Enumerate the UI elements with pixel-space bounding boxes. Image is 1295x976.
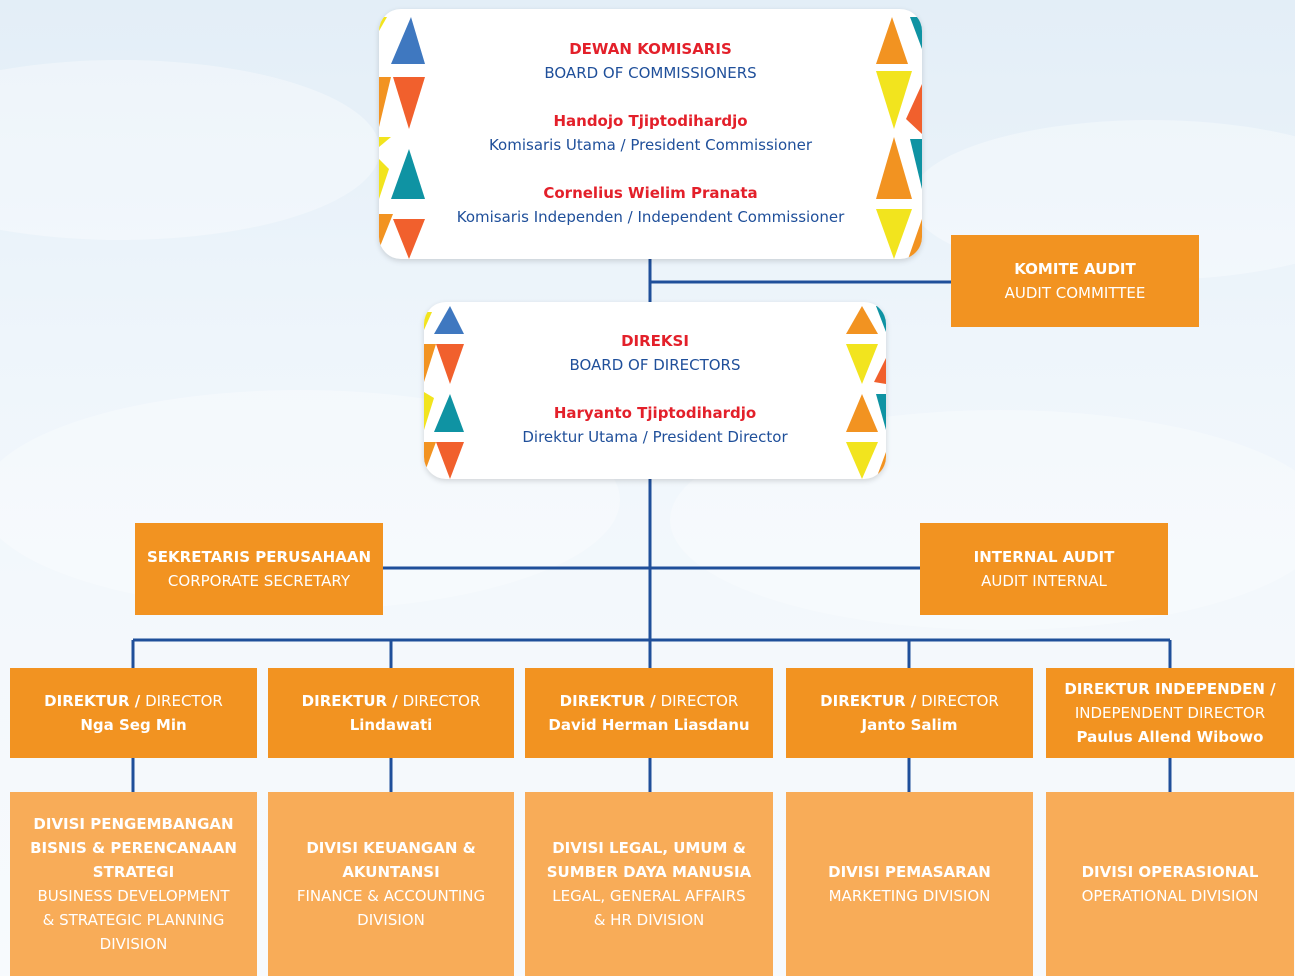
audit-committee-title-id: KOMITE AUDIT bbox=[1014, 260, 1136, 278]
director-label-id: DIREKTUR / bbox=[301, 692, 398, 710]
division-title-en: OPERATIONAL DIVISION bbox=[1081, 887, 1259, 905]
directors-title-id: DIREKSI bbox=[621, 332, 689, 350]
division-box: DIVISI LEGAL, UMUM & SUMBER DAYA MANUSIA… bbox=[525, 792, 773, 976]
director-label-en: DIRECTOR bbox=[921, 692, 999, 710]
division-title-id: DIVISI KEUANGAN & bbox=[306, 839, 476, 857]
right-triangle-decoration bbox=[876, 17, 922, 259]
commissioner-name: Handojo Tjiptodihardjo bbox=[553, 112, 748, 130]
division-title-en: LEGAL, GENERAL AFFAIRS bbox=[552, 887, 746, 905]
director-name: Lindawati bbox=[349, 716, 433, 734]
director-box: DIREKTUR / DIRECTOR Janto Salim bbox=[786, 668, 1033, 758]
division-title-id: DIVISI PEMASARAN bbox=[828, 863, 991, 881]
division-title-en: & HR DIVISION bbox=[593, 911, 705, 929]
right-triangle-decoration bbox=[846, 306, 886, 479]
director-box: DIREKTUR / DIRECTOR Lindawati bbox=[268, 668, 514, 758]
corporate-secretary-title-id: SEKRETARIS PERUSAHAAN bbox=[146, 548, 371, 566]
division-title-en: MARKETING DIVISION bbox=[828, 887, 991, 905]
division-title-id: AKUNTANSI bbox=[342, 863, 440, 881]
internal-audit-title-id: INTERNAL AUDIT bbox=[973, 548, 1115, 566]
audit-committee-title-en: AUDIT COMMITTEE bbox=[1004, 284, 1146, 302]
division-title-id: SUMBER DAYA MANUSIA bbox=[546, 863, 752, 881]
president-director-name: Haryanto Tjiptodihardjo bbox=[553, 404, 757, 422]
left-triangle-decoration bbox=[379, 17, 425, 259]
division-box: DIVISI OPERASIONAL OPERATIONAL DIVISION bbox=[1046, 792, 1294, 976]
director-box: DIREKTUR / DIRECTOR Nga Seg Min bbox=[10, 668, 257, 758]
commissioner-name: Cornelius Wielim Pranata bbox=[543, 184, 758, 202]
commissioner-role: Komisaris Independen / Independent Commi… bbox=[456, 208, 845, 226]
division-title-en: BUSINESS DEVELOPMENT bbox=[37, 887, 230, 905]
director-label-en: DIRECTOR bbox=[145, 692, 223, 710]
director-name: Nga Seg Min bbox=[80, 716, 187, 734]
corporate-secretary-title-en: CORPORATE SECRETARY bbox=[167, 572, 351, 590]
president-director-role: Direktur Utama / President Director bbox=[522, 428, 788, 446]
division-box: DIVISI PEMASARAN MARKETING DIVISION bbox=[786, 792, 1033, 976]
director-label-id: DIREKTUR / bbox=[820, 692, 917, 710]
commissioners-title-id: DEWAN KOMISARIS bbox=[569, 40, 732, 58]
director-name: Paulus Allend Wibowo bbox=[1076, 728, 1264, 746]
directors-title-en: BOARD OF DIRECTORS bbox=[569, 356, 741, 374]
division-title-id: BISNIS & PERENCANAAN bbox=[30, 839, 237, 857]
director-name: David Herman Liasdanu bbox=[548, 716, 750, 734]
commissioner-role: Komisaris Utama / President Commissioner bbox=[488, 136, 813, 154]
board-of-commissioners-card: DEWAN KOMISARIS BOARD OF COMMISSIONERS H… bbox=[379, 9, 922, 259]
division-title-en: & STRATEGIC PLANNING bbox=[42, 911, 225, 929]
corporate-secretary-box: SEKRETARIS PERUSAHAAN CORPORATE SECRETAR… bbox=[135, 523, 383, 615]
director-label-en: DIRECTOR bbox=[402, 692, 481, 710]
director-box: DIREKTUR / DIRECTOR David Herman Liasdan… bbox=[525, 668, 773, 758]
internal-audit-box: INTERNAL AUDIT AUDIT INTERNAL bbox=[920, 523, 1168, 615]
division-box: DIVISI KEUANGAN & AKUNTANSI FINANCE & AC… bbox=[268, 792, 514, 976]
division-title-en: DIVISION bbox=[99, 935, 168, 953]
director-label-en: DIRECTOR bbox=[660, 692, 739, 710]
division-box: DIVISI PENGEMBANGAN BISNIS & PERENCANAAN… bbox=[10, 792, 257, 976]
division-title-en: DIVISION bbox=[357, 911, 425, 929]
division-title-en: FINANCE & ACCOUNTING bbox=[296, 887, 486, 905]
director-label-en: INDEPENDENT DIRECTOR bbox=[1074, 704, 1266, 722]
audit-committee-box: KOMITE AUDIT AUDIT COMMITTEE bbox=[951, 235, 1199, 327]
director-label-id: DIREKTUR / bbox=[44, 692, 141, 710]
division-title-id: DIVISI PENGEMBANGAN bbox=[33, 815, 234, 833]
director-name: Janto Salim bbox=[861, 716, 958, 734]
division-title-id: DIVISI OPERASIONAL bbox=[1081, 863, 1259, 881]
division-title-id: DIVISI LEGAL, UMUM & bbox=[552, 839, 746, 857]
independent-director-box: DIREKTUR INDEPENDEN / INDEPENDENT DIRECT… bbox=[1046, 668, 1294, 758]
internal-audit-title-en: AUDIT INTERNAL bbox=[981, 572, 1107, 590]
director-label-id: DIREKTUR INDEPENDEN / bbox=[1064, 680, 1276, 698]
board-of-directors-card: DIREKSI BOARD OF DIRECTORS Haryanto Tjip… bbox=[424, 302, 886, 479]
division-title-id: STRATEGI bbox=[92, 863, 175, 881]
commissioners-title-en: BOARD OF COMMISSIONERS bbox=[544, 64, 757, 82]
left-triangle-decoration bbox=[424, 306, 464, 479]
director-label-id: DIREKTUR / bbox=[559, 692, 656, 710]
